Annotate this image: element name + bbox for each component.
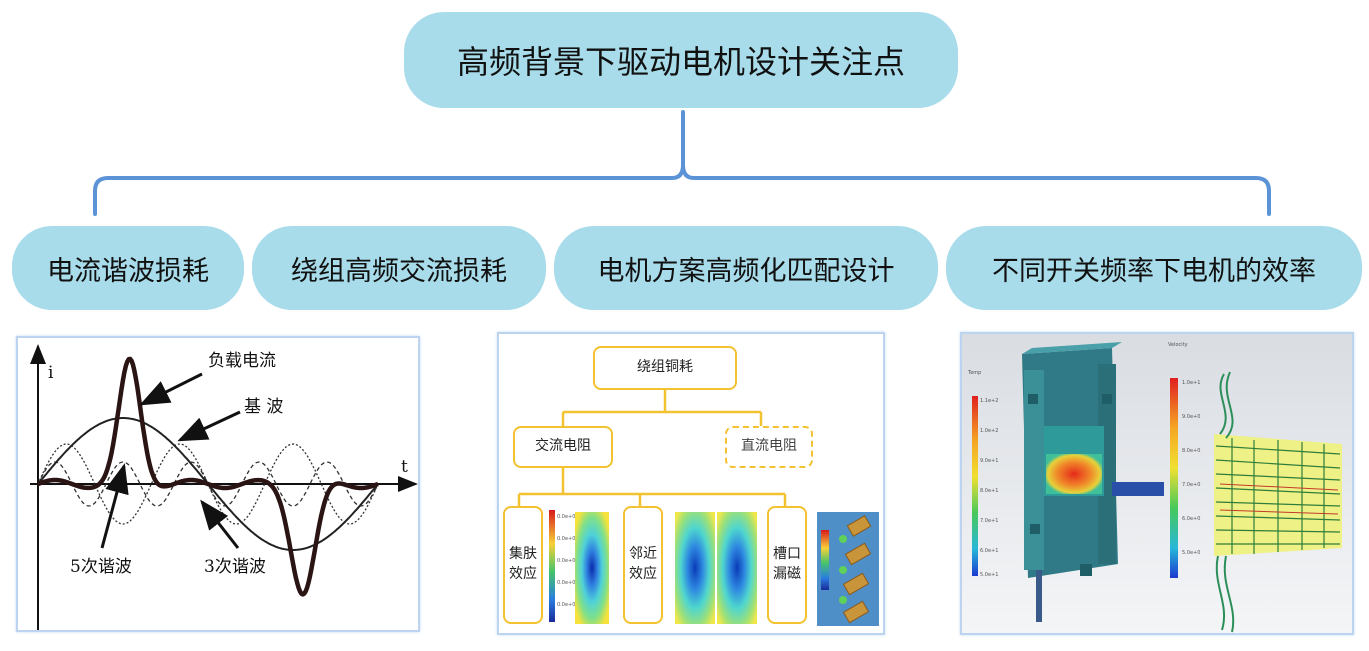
fifth-harmonic-label: 5次谐波 [70,557,132,577]
svg-text:1.0e+2: 1.0e+2 [980,428,998,434]
load-current-curve [37,356,379,597]
svg-text:1.0e+1: 1.0e+1 [1182,380,1200,386]
motor-housing-render [1022,342,1164,622]
category-label: 不同开关频率下电机的效率 [992,255,1316,287]
category-winding-ac-loss: 绕组高频交流损耗 [252,226,546,310]
category-harmonic-loss: 电流谐波损耗 [12,226,244,310]
x-axis-label: t [401,457,408,477]
skin-effect-field-map: 0.0e+0 0.0e+0 0.0e+0 0.0e+0 0.0e+0 [549,510,609,624]
thermal-simulation-panel: Temp 1.1e+2 1.0e+2 9.0e+1 8.0e+1 7.0e+1 6.0e… [960,332,1354,635]
slot-leakage-node: 槽口 漏磁 [767,506,807,624]
svg-text:1.1e+2: 1.1e+2 [980,398,998,404]
load-current-arrow [139,372,203,406]
svg-text:Temp: Temp [967,370,981,376]
dc-resistance-node: 直流电阻 [725,426,813,468]
load-current-label: 负载电流 [208,351,276,371]
root-title: 高频背景下驱动电机设计关注点 [456,43,905,81]
svg-text:7.0e+1: 7.0e+1 [980,518,998,524]
category-efficiency: 不同开关频率下电机的效率 [946,226,1362,310]
svg-text:6.0e+1: 6.0e+1 [980,548,998,554]
fifth-harmonic-arrow [100,463,129,549]
svg-text:5.0e+1: 5.0e+1 [980,572,998,578]
svg-text:0.0e+0: 0.0e+0 [557,536,575,542]
winding-copper-loss-node: 绕组铜耗 [593,346,737,390]
root-topic: 高频背景下驱动电机设计关注点 [404,12,958,108]
slot-leakage-field-map [817,512,879,626]
category-label: 电流谐波损耗 [47,255,209,287]
temperature-legend-left [972,396,978,576]
fundamental-label: 基 波 [244,397,283,417]
y-axis-label: i [48,363,54,383]
proximity-effect-node: 邻近 效应 [623,506,663,624]
svg-text:0.0e+0: 0.0e+0 [557,602,575,608]
svg-text:5.0e+0: 5.0e+0 [1182,550,1200,556]
svg-text:8.0e+1: 8.0e+1 [980,488,998,494]
svg-text:9.0e+1: 9.0e+1 [980,458,998,464]
svg-text:6.0e+0: 6.0e+0 [1182,516,1200,522]
skin-effect-node: 集肤 效应 [503,506,543,624]
third-harmonic-arrow [200,499,240,549]
copper-loss-tree-lines: 0.0e+0 0.0e+0 0.0e+0 0.0e+0 0.0e+0 [517,390,879,626]
svg-text:9.0e+0: 9.0e+0 [1182,414,1200,420]
third-harmonic-label: 3次谐波 [204,557,266,577]
svg-text:7.0e+0: 7.0e+0 [1182,482,1200,488]
thermal-simulation-image: Temp 1.1e+2 1.0e+2 9.0e+1 8.0e+1 7.0e+1 6.0e… [962,334,1352,633]
fundamental-arrow [177,410,241,442]
category-matching-design: 电机方案高频化匹配设计 [554,226,938,310]
proximity-effect-field-map [675,512,757,624]
svg-text:Velocity: Velocity [1168,342,1188,348]
category-label: 电机方案高频化匹配设计 [597,255,895,287]
category-label: 绕组高频交流损耗 [291,255,507,287]
svg-text:0.0e+0: 0.0e+0 [557,580,575,586]
ac-resistance-node: 交流电阻 [513,426,613,468]
svg-text:8.0e+0: 8.0e+0 [1182,448,1200,454]
harmonic-waveform-figure: i t 负载电流 基 波 5次谐波 3次谐波 [30,344,418,630]
temperature-legend-right [1170,378,1178,578]
coolant-streamlines-render [1214,371,1342,633]
tree-connector [93,110,1271,216]
harmonic-waveform-panel: i t 负载电流 基 波 5次谐波 3次谐波 [16,336,420,632]
svg-text:0.0e+0: 0.0e+0 [557,558,575,564]
svg-text:0.0e+0: 0.0e+0 [557,514,575,520]
